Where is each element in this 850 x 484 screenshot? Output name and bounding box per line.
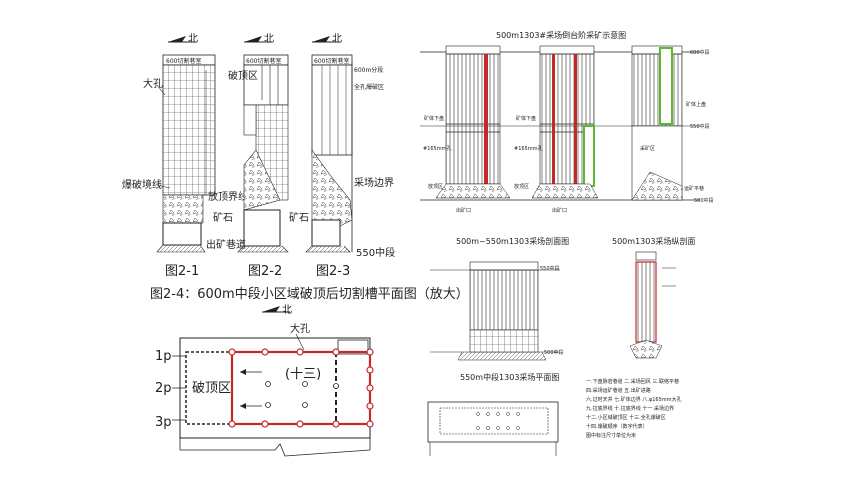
right-top-sections: 500m1303#采场倒台阶采矿示意图 600中段 550中段 500中段 矿体…: [420, 30, 714, 214]
plan-caption: 图2-4：600m中段小区域破顶后切割槽平面图（放大）: [150, 286, 469, 302]
right-mid-section: 500m~550m1303采场剖面图 550中段 500中段: [430, 236, 569, 361]
row-2p: 2p: [155, 381, 172, 396]
row-3p: 3p: [155, 415, 172, 430]
level-600-label: 600中段: [690, 49, 710, 56]
hole-label-b: #165mm孔: [514, 145, 542, 152]
ore-label: 矿石: [289, 211, 309, 224]
cut-chamber-label: 600切割巷室: [246, 57, 281, 65]
drift-label: 运矿平巷: [684, 185, 704, 192]
mid-left-title: 500m~550m1303采场剖面图: [456, 236, 569, 246]
break-zone-label: 破顶区: [228, 69, 258, 82]
section-c: 矿体上盘 采矿区 运矿平巷: [631, 45, 706, 201]
plan-north-label: 北: [282, 304, 292, 316]
ore-pile-b: 出矿口: [552, 207, 567, 214]
drill-pattern: [162, 64, 216, 196]
north-label: 北: [264, 33, 274, 45]
stope-label: 采矿区: [640, 145, 655, 152]
level-550-label: 550中段: [690, 123, 710, 130]
legend-line-2: 四.采场运矿巷道 五.出矿进路: [586, 387, 651, 394]
plan-big-hole-label: 大孔: [290, 322, 310, 335]
section-b: 矿体下盘 #165mm孔 放顶区 出矿口: [514, 45, 599, 214]
full-hole-zone-label: 全孔爆破区: [354, 83, 384, 91]
north-label: 北: [332, 33, 342, 45]
ore-seam-a: 矿体下盘: [424, 115, 444, 122]
cut-slot-outline: [230, 350, 372, 426]
hole-label-a: #165mm孔: [423, 145, 451, 152]
level-600-label: 600m分段: [354, 66, 383, 74]
right-mid-longitudinal: 500m1303采场纵剖面: [612, 236, 695, 359]
caption-2-1: 图2-1: [165, 264, 199, 279]
north-arrow: 北: [244, 33, 274, 45]
plan-break-zone-label: 破顶区: [192, 381, 231, 396]
right-top-title: 500m1303#采场倒台阶采矿示意图: [496, 30, 626, 40]
row-1p: 1p: [155, 349, 172, 364]
right-bottom-plan: 550m中段1303采场平面图: [427, 372, 559, 456]
legend-line-1: 一.下盘脉岩巷道 二.采场回风 三.联络平巷: [586, 378, 679, 385]
drift: [162, 222, 202, 246]
legend-line-5: 十二.小区域破顶区 十三.全孔爆破区: [586, 414, 666, 421]
section-a: 矿体下盘 #165mm孔 放顶区 出矿口: [423, 45, 511, 214]
ore-seam-b: 矿体下盘: [516, 115, 536, 122]
level-550-label: 550中段: [356, 246, 395, 259]
ore-pile: [162, 194, 204, 224]
mid-level-500: 500中段: [544, 349, 564, 356]
plan-north-arrow: 北: [262, 304, 292, 316]
north-arrow: 北: [168, 33, 198, 45]
figure-2-2: 北 600切割巷室 破顶区 矿石 出矿巷道 图2-2: [206, 33, 289, 279]
ore-heap: [243, 149, 281, 211]
figure-2-1: 北 600切割巷室 大孔 爆破境线 放顶界线 图2-1: [122, 33, 248, 279]
ore-pile-a: 出矿口: [456, 207, 471, 214]
north-label: 北: [188, 33, 198, 45]
stope-boundary-label: 采场边界: [354, 176, 394, 189]
drift-label: 出矿巷道: [206, 238, 246, 251]
legend-line-4: 九.拉底界线 十.拉底界线 十一.采场边界: [586, 405, 674, 412]
legend-line-6: 十四.爆破顺序（数字代表）: [586, 423, 648, 430]
cut-chamber-label: 600切割巷室: [166, 57, 201, 65]
caption-2-2: 图2-2: [248, 264, 282, 279]
plan-area-label: (十三): [285, 367, 321, 382]
break-zone-box: [243, 64, 289, 106]
legend: 一.下盘脉岩巷道 二.采场回风 三.联络平巷 四.采场运矿巷道 五.出矿进路 六…: [586, 378, 682, 439]
north-arrow: 北: [312, 33, 342, 45]
figure-2-3: 北 600切割巷室 600m分段 全孔爆破区 采场边界 矿石 550中段 图2-…: [289, 33, 395, 279]
ore-seam-c: 矿体上盘: [686, 101, 706, 108]
blast-zone-b: 放顶区: [514, 183, 529, 190]
figure-2-4-plan: 图2-4：600m中段小区域破顶后切割槽平面图（放大） 北 大孔 破顶区 (十三…: [150, 286, 469, 457]
level-500-label: 500中段: [694, 197, 714, 204]
mid-right-title: 500m1303采场纵剖面: [612, 236, 695, 246]
cut-chamber-label: 600切割巷室: [314, 57, 349, 65]
boundary-label: 放顶界线: [208, 190, 248, 203]
plan-title: 550m中段1303采场平面图: [460, 372, 559, 382]
caption-2-3: 图2-3: [316, 264, 350, 279]
ore-label: 矿石: [213, 211, 233, 224]
mid-level-550: 550中段: [540, 265, 560, 272]
blast-zone-a: 放顶区: [428, 183, 443, 190]
caving-line-label: 爆破境线: [122, 178, 162, 191]
legend-line-3: 六.过时天井 七.矿体边界 八.φ165mm大孔: [586, 396, 682, 403]
big-hole-label: 大孔: [143, 77, 163, 90]
legend-line-7: 图中标注尺寸单位为米: [586, 432, 636, 439]
